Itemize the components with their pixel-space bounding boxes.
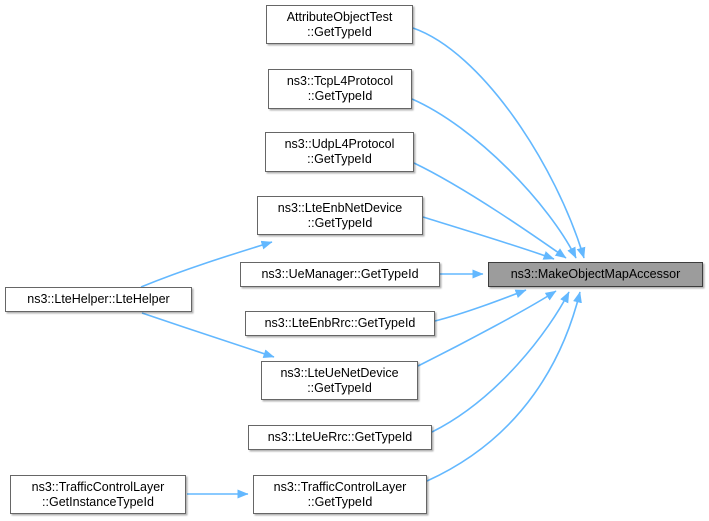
- node-makeobjectmapaccessor[interactable]: ns3::MakeObjectMapAccessor: [488, 262, 703, 287]
- edge-trafficcontrollayer-gettypeid-to-makeobjectmapaccessor: [426, 291, 582, 482]
- edge-lteenbnetdevice-gettypeid-to-makeobjectmapaccessor: [422, 216, 555, 260]
- node-lteenbnetdevice-gettypeid[interactable]: ns3::LteEnbNetDevice ::GetTypeId: [257, 196, 423, 235]
- node-trafficcontrollayer-getinstancetypeid[interactable]: ns3::TrafficControlLayer ::GetInstanceTy…: [10, 475, 186, 514]
- edge-udpl4protocol-gettypeid-to-makeobjectmapaccessor: [413, 162, 567, 259]
- edge-lteuerrc-gettypeid-to-makeobjectmapaccessor: [431, 291, 570, 433]
- node-udpl4protocol-gettypeid[interactable]: ns3::UdpL4Protocol ::GetTypeId: [265, 132, 414, 172]
- node-tcpl4protocol-gettypeid[interactable]: ns3::TcpL4Protocol ::GetTypeId: [268, 69, 412, 109]
- edge-ltehelper-ltehelper-to-lteenbnetdevice-gettypeid: [140, 240, 273, 288]
- node-ltehelper-ltehelper[interactable]: ns3::LteHelper::LteHelper: [5, 287, 192, 312]
- edge-lteuenetdevice-gettypeid-to-makeobjectmapaccessor: [417, 290, 557, 367]
- node-attributeobjecttest-gettypeid[interactable]: AttributeObjectTest ::GetTypeId: [266, 5, 413, 44]
- node-lteuenetdevice-gettypeid[interactable]: ns3::LteUeNetDevice ::GetTypeId: [261, 361, 418, 400]
- node-uemanager-gettypeid[interactable]: ns3::UeManager::GetTypeId: [240, 262, 440, 287]
- node-lteenbrrc-gettypeid[interactable]: ns3::LteEnbRrc::GetTypeId: [245, 311, 435, 336]
- node-trafficcontrollayer-gettypeid[interactable]: ns3::TrafficControlLayer ::GetTypeId: [253, 475, 427, 514]
- node-lteuerrc-gettypeid[interactable]: ns3::LteUeRrc::GetTypeId: [248, 425, 432, 450]
- edge-attributeobjecttest-gettypeid-to-makeobjectmapaccessor: [412, 27, 586, 259]
- edge-ltehelper-ltehelper-to-lteuenetdevice-gettypeid: [141, 312, 275, 359]
- edge-lteenbrrc-gettypeid-to-makeobjectmapaccessor: [434, 289, 527, 322]
- edge-tcpl4protocol-gettypeid-to-makeobjectmapaccessor: [411, 98, 577, 259]
